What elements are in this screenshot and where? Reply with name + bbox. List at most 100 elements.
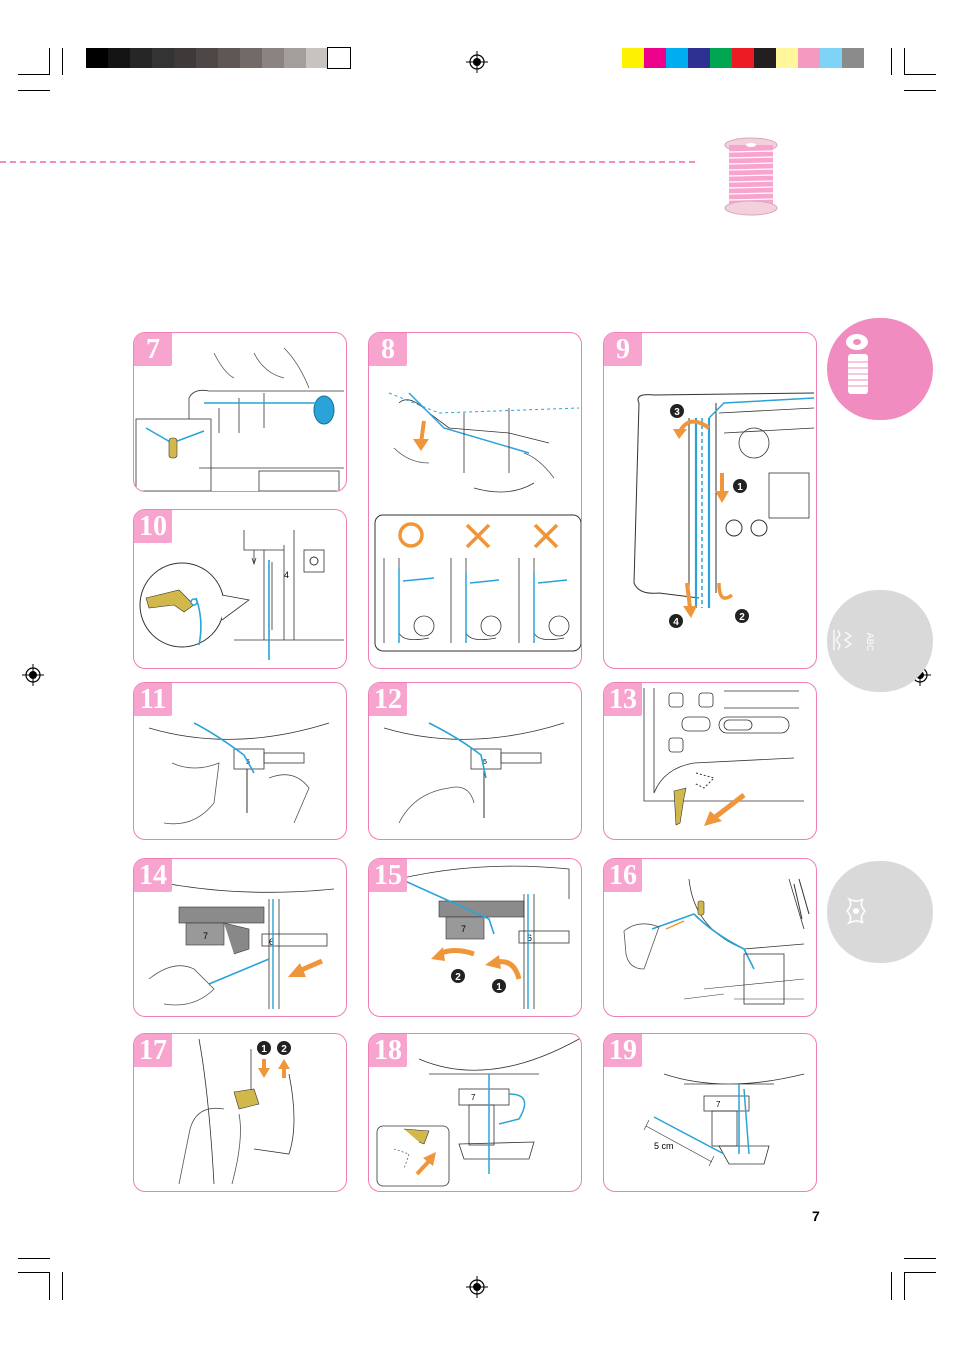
- step-number: 13: [604, 683, 642, 716]
- step-19-panel: 7 5 cm 19: [603, 1033, 817, 1192]
- spool-icon: [724, 137, 778, 216]
- crop-mark-tr-v: [904, 48, 905, 75]
- step-9-panel: 3 1 2 4 9: [603, 332, 817, 669]
- step-7-panel: 7: [133, 332, 347, 492]
- color-swatch: [732, 48, 754, 68]
- step-17-panel: 1 2 17: [133, 1033, 347, 1192]
- crop-mark-bl-h: [18, 1272, 50, 1273]
- presser-foot-icon: 7 5 cm: [643, 1073, 805, 1167]
- crop-mark-tl-v: [49, 48, 50, 75]
- color-swatch: [666, 48, 688, 68]
- guide-label-6: 6: [527, 933, 532, 943]
- step-number: 9: [604, 333, 642, 366]
- guide-label-6: 6: [269, 937, 274, 947]
- crop-mark-br-v2: [891, 1272, 892, 1300]
- step-number: 10: [134, 510, 172, 543]
- crop-mark-tl-h2: [18, 90, 50, 91]
- step-number: 7: [134, 333, 172, 366]
- abc-text: ABC: [865, 633, 875, 652]
- thread-cutter-icon: [623, 878, 810, 1005]
- step-number: 18: [369, 1034, 407, 1067]
- step-number: 8: [369, 333, 407, 366]
- presser-foot-icon: 7: [376, 1038, 580, 1187]
- color-swatch: [152, 48, 174, 68]
- guide-label-7: 7: [203, 931, 208, 941]
- color-swatch: [86, 48, 108, 68]
- crop-mark-bl-v2: [62, 1272, 63, 1300]
- cmyk-color-bar: [622, 48, 864, 68]
- guide-label-7: 7: [471, 1093, 476, 1102]
- stitch-patterns-tab[interactable]: ABC: [827, 590, 933, 692]
- thread-path-icon: 3 1 2 4: [633, 392, 815, 628]
- guide-label-7: 7: [461, 924, 466, 934]
- color-swatch: [240, 48, 262, 68]
- step-number: 17: [134, 1034, 172, 1067]
- color-swatch: [306, 48, 328, 68]
- callout-2: 2: [455, 972, 461, 983]
- crop-mark-tl-v2: [62, 48, 63, 75]
- registration-mark-bottom: [466, 1276, 488, 1298]
- embroidery-tab[interactable]: [827, 861, 933, 963]
- color-swatch: [196, 48, 218, 68]
- color-swatch: [130, 48, 152, 68]
- crop-mark-br-v: [904, 1272, 905, 1300]
- step-16-panel: 16: [603, 858, 817, 1017]
- header-dashed-line: [0, 161, 695, 163]
- embroidery-motif-icon: [845, 897, 867, 925]
- crop-mark-tr-h: [904, 74, 936, 75]
- step-number: 12: [369, 683, 407, 716]
- step-14-panel: 7 6 14: [133, 858, 347, 1017]
- crop-mark-tl-h: [18, 74, 50, 75]
- needle-threader-icon: 7 6: [143, 878, 335, 1009]
- guide-label-7: 7: [716, 1100, 721, 1109]
- color-swatch: [174, 48, 196, 68]
- callout-4: 4: [673, 617, 679, 628]
- callout-1: 1: [496, 982, 502, 993]
- abc-stitch-icon: ABC: [833, 629, 875, 652]
- needle-threader-icon: 7 6 2 1: [373, 865, 570, 1009]
- guide-label-5: 5: [483, 759, 487, 766]
- grayscale-color-bar: [86, 47, 351, 69]
- step-11-panel: 5 11: [133, 682, 347, 840]
- color-swatch: [710, 48, 732, 68]
- color-swatch: [262, 48, 284, 68]
- thread-guide-icon: [374, 392, 581, 652]
- step-12-panel: 5 12: [368, 682, 582, 840]
- guide-label-4: 4: [284, 570, 289, 580]
- needle-bar-guide-icon: 5: [148, 722, 330, 825]
- crop-mark-bl-v: [49, 1272, 50, 1300]
- registration-mark-top: [466, 51, 488, 73]
- thread-spools-tab[interactable]: [827, 318, 933, 420]
- callout-3: 3: [674, 407, 680, 418]
- color-swatch: [820, 48, 842, 68]
- color-swatch: [798, 48, 820, 68]
- take-up-lever-icon: 4: [139, 530, 344, 660]
- registration-mark-left: [22, 664, 44, 686]
- callout-1: 1: [261, 1044, 267, 1055]
- step-8-panel: 8: [368, 332, 582, 669]
- color-swatch: [842, 48, 864, 68]
- crop-mark-br-h: [904, 1272, 936, 1273]
- color-swatch: [688, 48, 710, 68]
- page-number: 7: [812, 1208, 820, 1224]
- measurement-label: 5 cm: [654, 1141, 674, 1151]
- bobbin-winder-thread-icon: [135, 347, 344, 491]
- crop-mark-bl-h2: [18, 1258, 50, 1259]
- color-swatch: [327, 47, 351, 69]
- presser-foot-lever-icon: [643, 688, 804, 826]
- crop-mark-br-h2: [904, 1258, 936, 1259]
- step-13-panel: 13: [603, 682, 817, 840]
- callout-2: 2: [739, 612, 745, 623]
- step-10-panel: 4 10: [133, 509, 347, 669]
- color-swatch: [108, 48, 130, 68]
- spool-icon: [846, 334, 868, 394]
- step-15-panel: 7 6 2 1 15: [368, 858, 582, 1017]
- crop-mark-tr-h2: [904, 90, 936, 91]
- step-number: 16: [604, 859, 642, 892]
- color-swatch: [776, 48, 798, 68]
- color-swatch: [622, 48, 644, 68]
- step-number: 11: [134, 683, 172, 716]
- color-swatch: [218, 48, 240, 68]
- color-swatch: [754, 48, 776, 68]
- step-number: 14: [134, 859, 172, 892]
